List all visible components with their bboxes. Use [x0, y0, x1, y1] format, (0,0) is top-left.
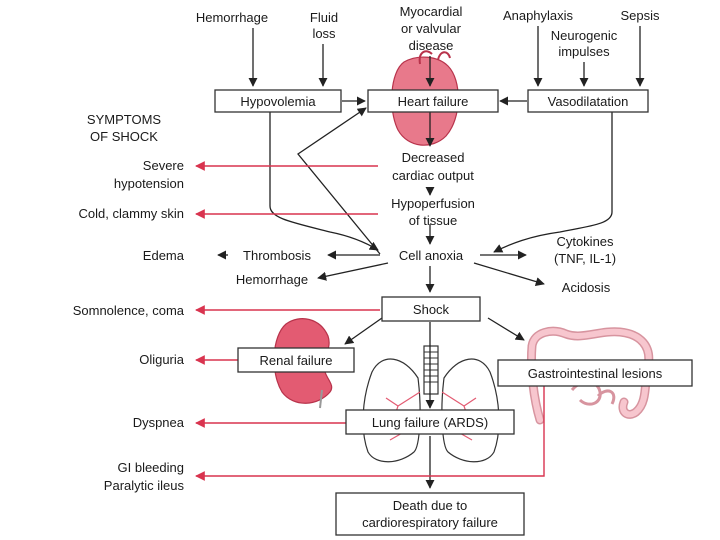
cause-anaphylaxis: Anaphylaxis [503, 8, 574, 23]
lung-failure-box [345, 409, 515, 435]
symptom-severe: Severe [143, 158, 184, 173]
decreased-output-label: Decreased [402, 150, 465, 165]
symptoms-heading-2: OF SHOCK [90, 129, 158, 144]
shock-box [381, 296, 481, 322]
gi-lesions-label: Gastrointestinal lesions [528, 366, 663, 381]
symptoms-heading: SYMPTOMS [87, 112, 161, 127]
hypovolemia-label: Hypovolemia [240, 94, 316, 109]
outcome-label-2: cardiorespiratory failure [362, 515, 498, 530]
cause-fluid-loss: Fluid [310, 10, 338, 25]
vasodilatation-label: Vasodilatation [548, 94, 629, 109]
vasodilatation-box [527, 89, 649, 113]
cause-neurogenic-2: impulses [558, 44, 610, 59]
symptom-somnolence: Somnolence, coma [73, 303, 185, 318]
cytokines-label: Cytokines [556, 234, 614, 249]
cause-myocardial-2: or valvular [401, 21, 462, 36]
gi-lesions-box [497, 359, 693, 387]
thrombosis-label: Thrombosis [243, 248, 311, 263]
heart-failure-label: Heart failure [398, 94, 469, 109]
symptom-dyspnea: Dyspnea [133, 415, 185, 430]
hypoperfusion-label: Hypoperfusion [391, 196, 475, 211]
symptom-cold-skin: Cold, clammy skin [79, 206, 184, 221]
lungs-icon [362, 345, 500, 463]
renal-failure-label: Renal failure [260, 353, 333, 368]
hypoperfusion-label-2: of tissue [409, 213, 457, 228]
outcome-box [335, 492, 525, 536]
shock-label: Shock [413, 302, 450, 317]
symptom-gi-bleeding: GI bleeding [118, 460, 185, 475]
cause-sepsis: Sepsis [620, 8, 660, 23]
cause-neurogenic: Neurogenic [551, 28, 618, 43]
flow-arrows [217, 26, 645, 489]
symptom-paralytic-ileus: Paralytic ileus [104, 478, 185, 493]
cytokines-label-2: (TNF, IL-1) [554, 251, 616, 266]
intestine-icon [527, 326, 654, 425]
hemorrhage-effect-label: Hemorrhage [236, 272, 308, 287]
decreased-output-label-2: cardiac output [392, 168, 474, 183]
acidosis-label: Acidosis [562, 280, 611, 295]
hypovolemia-box [214, 89, 342, 113]
cause-myocardial-3: disease [409, 38, 454, 53]
renal-failure-box [237, 347, 355, 373]
cause-hemorrhage: Hemorrhage [196, 10, 268, 25]
cell-anoxia-label: Cell anoxia [399, 248, 464, 263]
lung-failure-label: Lung failure (ARDS) [372, 415, 488, 430]
outcome-label: Death due to [393, 498, 467, 513]
symptom-arrows [195, 161, 545, 481]
symptom-oliguria: Oliguria [139, 352, 185, 367]
cause-fluid-loss-2: loss [312, 26, 336, 41]
heart-failure-box [367, 89, 499, 113]
cause-myocardial: Myocardial [400, 4, 463, 19]
symptom-hypotension: hypotension [114, 176, 184, 191]
symptom-edema: Edema [143, 248, 185, 263]
